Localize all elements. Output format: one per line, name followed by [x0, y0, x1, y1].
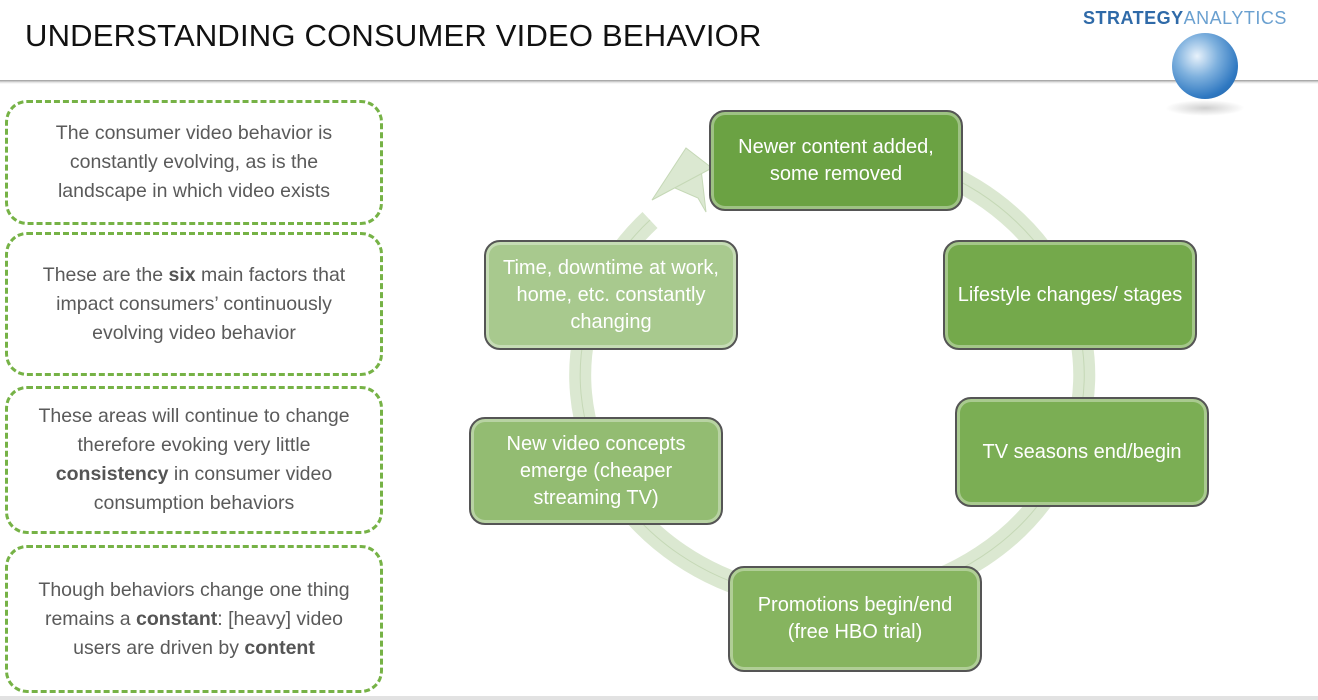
note-text: These are the [42, 263, 169, 286]
cycle-node-time: Time, downtime at work, home, etc. const… [484, 240, 738, 350]
arrowhead-icon [651, 147, 713, 201]
cycle-node-lifestyle: Lifestyle changes/ stages [943, 240, 1197, 350]
note-text: in consumer video consumption behaviors [93, 463, 333, 514]
cycle-node-tv-seasons: TV seasons end/begin [955, 397, 1209, 507]
note-text: : [heavy] video users are driven by [73, 607, 344, 659]
brand-logo-text: STRATEGYANALYTICS [1083, 8, 1287, 29]
note-text: main factors that impact consumers’ cont… [56, 263, 346, 344]
note-box-constant: Though behaviors change one thing remain… [5, 545, 383, 693]
note-text: These areas will continue to change ther… [38, 405, 350, 456]
cycle-node-new-concepts: New video concepts emerge (cheaper strea… [469, 417, 723, 525]
globe-icon [1172, 33, 1238, 99]
note-box-consistency: These areas will continue to change ther… [5, 386, 383, 534]
cycle-ring-edge [579, 169, 1085, 601]
footer-divider [0, 696, 1318, 700]
page-title: UNDERSTANDING CONSUMER VIDEO BEHAVIOR [25, 18, 762, 53]
header-divider [0, 80, 1318, 84]
note-box-evolving: The consumer video behavior is constantl… [5, 100, 383, 225]
note-bold: constant [136, 607, 218, 630]
note-bold: content [244, 636, 315, 659]
note-bold: six [168, 263, 196, 286]
note-box-six-factors: These are the six main factors that impa… [5, 232, 383, 376]
note-bold: consistency [55, 463, 169, 485]
globe-shadow [1165, 100, 1245, 116]
cycle-node-content: Newer content added, some removed [709, 110, 963, 211]
note-text: The consumer video behavior is constantl… [55, 122, 333, 202]
brand-strong: STRATEGY [1083, 8, 1184, 28]
cycle-node-promotions: Promotions begin/end (free HBO trial) [728, 566, 982, 672]
note-text: Though behaviors change one thing remain… [38, 578, 350, 630]
brand-light: ANALYTICS [1183, 8, 1287, 28]
